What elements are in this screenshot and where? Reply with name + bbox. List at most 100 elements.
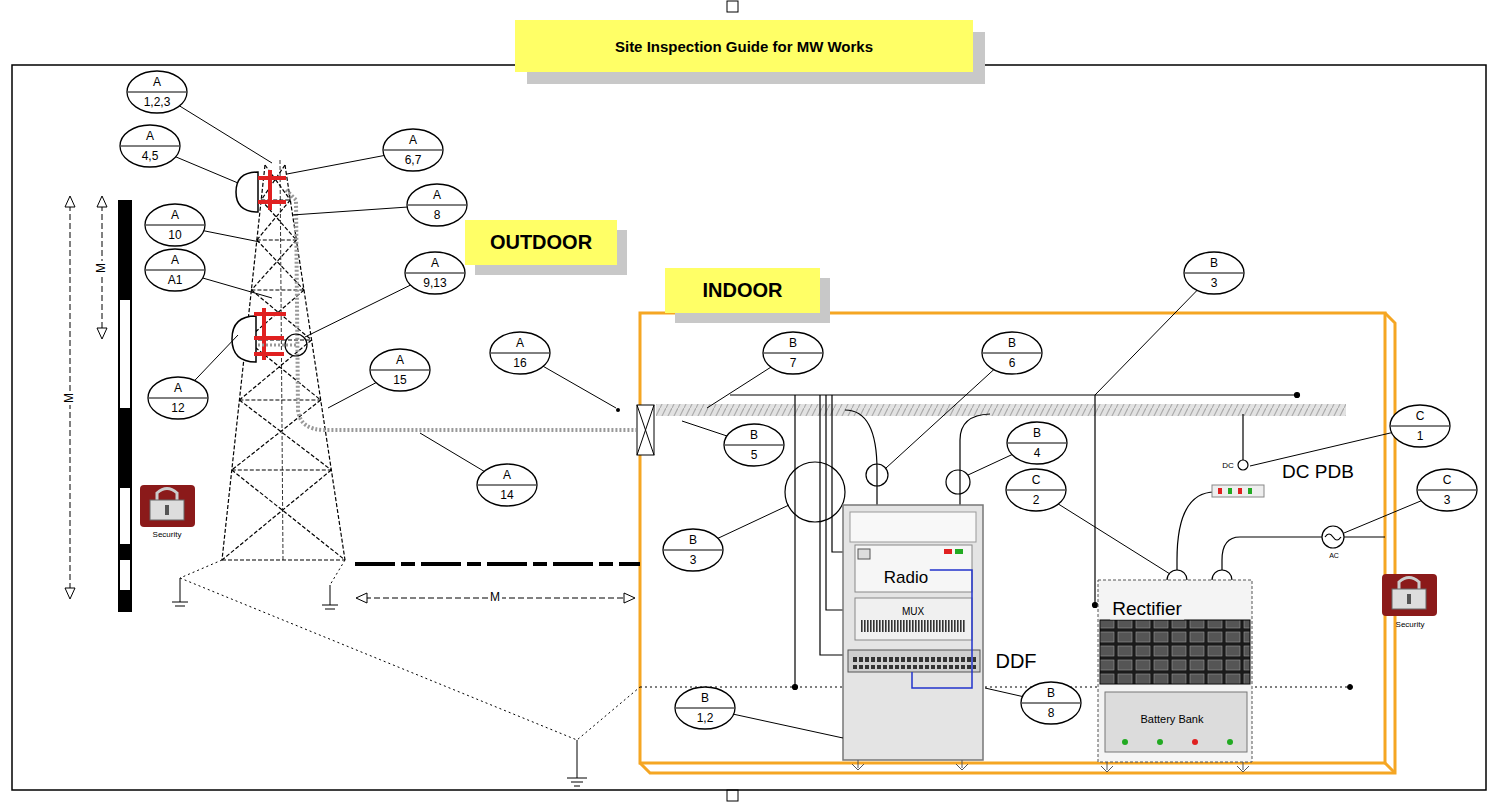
grounding-part <box>1348 685 1353 690</box>
dimension-label: M <box>63 391 76 405</box>
callout-divider <box>146 270 204 271</box>
grounding-part <box>330 560 345 585</box>
callout-divider <box>1008 443 1066 444</box>
callout-number: 2 <box>1005 492 1067 508</box>
callout-divider <box>1418 490 1476 491</box>
callout-letter: B <box>1183 255 1245 271</box>
waveguide-cable-part <box>286 190 636 430</box>
indoor-room-part <box>640 313 1385 763</box>
equipment-rack-part <box>858 549 870 559</box>
callout-ellipse <box>724 424 784 466</box>
grounding-part <box>180 560 222 578</box>
security-padlock-part <box>157 489 177 501</box>
callout-circle: A14 <box>476 463 538 507</box>
callout-number: 16 <box>489 355 551 371</box>
callout-circle: A16 <box>489 331 551 375</box>
grounding-part <box>180 578 640 740</box>
callout-divider <box>1007 490 1065 491</box>
indoor-wiring-part <box>785 462 845 522</box>
measure-bar-part <box>118 200 132 612</box>
equipment-label: DC PDB <box>1282 462 1354 483</box>
callout-divider <box>149 398 207 399</box>
equipment-rack-part <box>855 545 972 592</box>
callout-circle: B3 <box>1183 251 1245 295</box>
equipment-rack-part <box>843 505 983 760</box>
waveguide-cable-part <box>616 408 620 412</box>
callout-circle: A9,13 <box>404 251 466 295</box>
callout-ellipse <box>148 377 208 419</box>
security-padlock-part <box>150 500 184 520</box>
security-padlock-part <box>140 485 195 527</box>
dimension-arrows-part <box>97 196 107 207</box>
security-caption: Security <box>153 531 182 540</box>
dimension-arrows <box>65 196 635 603</box>
callout-letter: A <box>144 207 206 223</box>
lattice-tower-part <box>280 160 283 560</box>
microwave-dishes <box>232 170 286 362</box>
equipment-rack-part <box>855 598 972 640</box>
dimension-arrows-part <box>624 593 635 603</box>
waveguide-cable-part <box>285 334 307 356</box>
callout-circle: A8 <box>406 183 468 227</box>
indoor-wiring-part <box>1242 414 1243 460</box>
region-label: INDOOR <box>703 279 783 302</box>
callout-circle: B7 <box>762 331 824 375</box>
equipment-rack-part <box>852 654 976 669</box>
callout-circle: B8 <box>1020 681 1082 725</box>
callout-letter: A <box>382 132 444 148</box>
callout-divider <box>146 225 204 226</box>
callout-circle: AA1 <box>144 248 206 292</box>
indoor-wiring-part <box>794 395 795 687</box>
rectifier-cabinet-part <box>1227 739 1233 745</box>
equipment-rack-part <box>860 620 966 632</box>
waveguide-cable <box>258 190 636 430</box>
grounding-part <box>567 778 587 779</box>
callout-letter: A <box>147 380 209 396</box>
callout-ellipse <box>477 464 537 506</box>
indoor-wiring-part <box>866 464 888 486</box>
measure-bar-part <box>120 300 130 408</box>
callout-number: 1 <box>1389 428 1451 444</box>
grounding <box>172 560 1353 786</box>
callout-number: A1 <box>144 272 206 288</box>
security-padlock-part <box>1392 589 1426 609</box>
grounding-part <box>574 786 580 787</box>
rectifier-cabinet-part <box>1105 692 1247 752</box>
callout-divider <box>725 445 783 446</box>
indoor-wiring-part <box>946 470 970 494</box>
callout-circle: A1,2,3 <box>126 70 188 114</box>
callout-number: 3 <box>1183 275 1245 291</box>
callout-ellipse <box>405 252 465 294</box>
equipment-label: AC <box>1329 552 1339 560</box>
leader-lines <box>150 92 1447 738</box>
leader-lines-part <box>1095 273 1214 395</box>
rectifier-cabinet-part <box>1100 620 1250 684</box>
callout-ellipse <box>663 529 723 571</box>
callout-divider <box>406 273 464 274</box>
indoor-wiring <box>730 393 1385 690</box>
callout-circle: B3 <box>662 528 724 572</box>
dimension-label: M <box>95 261 108 275</box>
equipment-label: DC <box>1220 462 1236 471</box>
equipment-label: MUX <box>900 606 926 617</box>
waveguide-cable-part <box>258 344 296 347</box>
callout-number: 10 <box>144 227 206 243</box>
region-label: OUTDOOR <box>490 231 592 254</box>
measure-bar <box>118 200 132 612</box>
callout-letter: B <box>723 427 785 443</box>
callout-circle: A4,5 <box>119 124 181 168</box>
equipment-rack-part <box>850 512 976 542</box>
dc-pdb-part <box>1218 488 1222 494</box>
indoor-wiring-part <box>1177 492 1215 580</box>
microwave-dishes-part <box>268 170 272 210</box>
rectifier-cabinet-part <box>1122 739 1128 745</box>
indoor-wiring-part <box>1238 460 1248 470</box>
callout-ellipse <box>145 204 205 246</box>
dimension-arrows-part <box>65 588 75 599</box>
callout-circle: B4 <box>1006 421 1068 465</box>
rectifier-cabinet-part <box>1157 739 1163 745</box>
callout-ellipse <box>763 332 823 374</box>
callout-ellipse <box>383 129 443 171</box>
page-markers-part <box>727 790 738 801</box>
